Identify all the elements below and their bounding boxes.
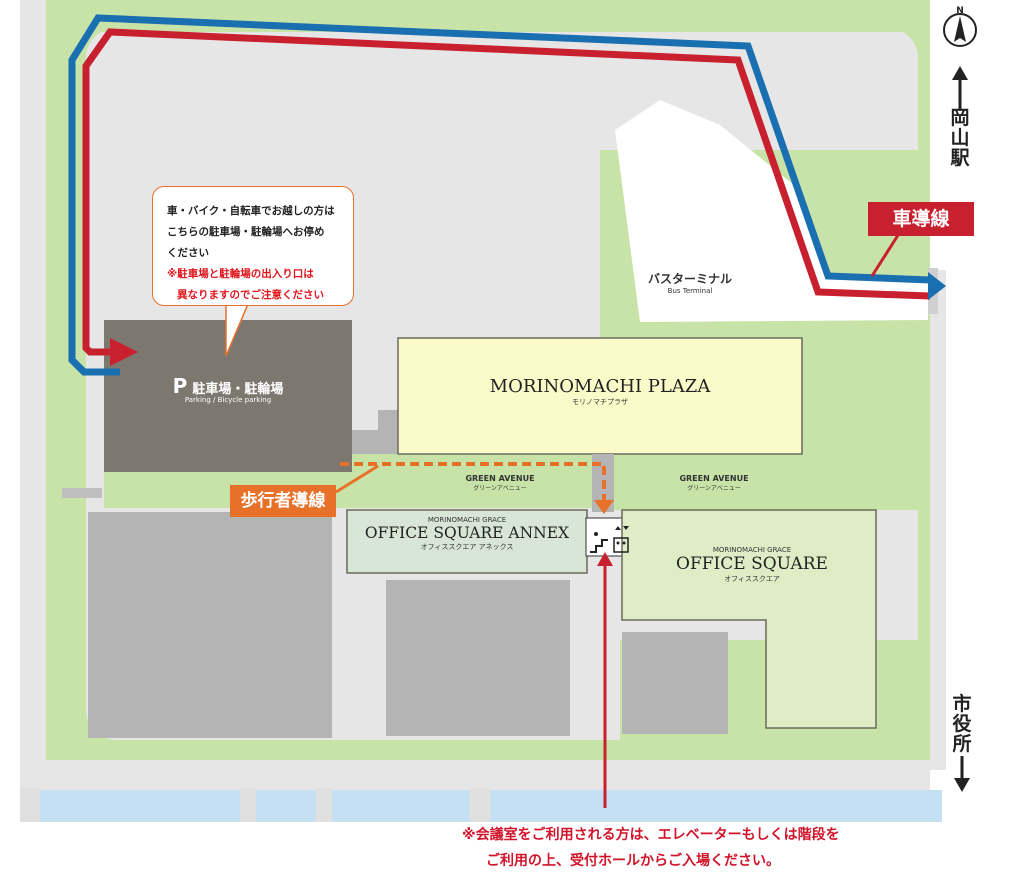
arrow-up-okayama [952, 66, 968, 110]
lobby-box [585, 517, 625, 557]
okayama-station-label: 岡 山 駅 [948, 108, 972, 168]
okayama-char-2: 山 [950, 127, 970, 149]
car-route-blue [68, 14, 931, 376]
plaza-kana: モリノマチプラザ [572, 398, 628, 406]
south-block-2 [622, 632, 728, 734]
south-sidewalk [20, 760, 930, 790]
car-route-red [82, 28, 931, 356]
bus-terminal-area [615, 100, 928, 322]
annex-pre: MORINOMACHI GRACE [427, 516, 507, 524]
annex-building [346, 509, 588, 574]
cityhall-char-2: 役 [952, 713, 972, 735]
entrance-arrow-head [597, 552, 613, 566]
callout-warn-1: ※駐車場と駐輪場の出入り口は [167, 268, 314, 280]
bus-terminal-sub: Bus Terminal [667, 287, 713, 295]
pedestrian-route [340, 462, 606, 500]
parking-callout: 車・バイク・自転車でお越しの方は こちらの駐車場・駐輪場へお停め ください ※駐… [152, 186, 354, 306]
west-block [88, 512, 332, 738]
office-kana: オフィススクエア [724, 575, 780, 583]
callout-warn-2: 異なりますのでご注意ください [177, 289, 324, 301]
bridge-2 [240, 788, 256, 822]
green-avenue-left-ja: グリーンアベニュー [473, 485, 527, 492]
pedestrian-badge-pointer [335, 464, 379, 494]
green-avenue-left-label: GREEN AVENUE グリーンアベニュー [440, 474, 560, 492]
green-avenue-left-en: GREEN AVENUE [465, 474, 535, 483]
elevator-icon [613, 526, 629, 553]
arrow-down-cityhall [954, 756, 970, 792]
annex-kana: オフィススクエア アネックス [420, 543, 514, 551]
north-compass-icon [943, 13, 977, 47]
meeting-room-note: ※会議室をご利用される方は、エレベーターもしくは階段を ご利用の上、受付ホールか… [462, 822, 840, 874]
callout-line-3: ください [167, 247, 209, 259]
office-pre: MORINOMACHI GRACE [712, 546, 792, 554]
annex-label: MORINOMACHI GRACE OFFICE SQUARE ANNEX オフ… [347, 516, 587, 552]
stairs-icon [590, 532, 608, 553]
okayama-char-3: 駅 [950, 147, 970, 169]
pedestrian-route-badge: 歩行者導線 [230, 485, 336, 517]
plaza-building [397, 337, 803, 455]
crosswalk-west [62, 488, 102, 498]
bridge-3 [316, 788, 332, 822]
office-name: OFFICE SQUARE [676, 554, 828, 574]
office-building [621, 509, 877, 729]
office-label: MORINOMACHI GRACE OFFICE SQUARE オフィススクエア [632, 546, 872, 584]
callout-line-2: こちらの駐車場・駐輪場へお停め [167, 226, 325, 238]
cityhall-char-1: 市 [952, 693, 972, 715]
compass-n-label: N [956, 6, 964, 16]
parking-sub: Parking / Bicycle parking [184, 396, 272, 404]
car-route-arrow-end [928, 272, 946, 300]
bus-terminal-label: バスターミナル Bus Terminal [610, 270, 770, 295]
city-hall-label: 市 役 所 [950, 694, 974, 754]
pedestrian-arrow-head [594, 500, 614, 514]
plaza-name: MORINOMACHI PLAZA [489, 376, 711, 397]
callout-line-1: 車・バイク・自転車でお越しの方は [167, 205, 335, 217]
bridge-1 [20, 788, 40, 822]
plaza-label: MORINOMACHI PLAZA モリノマチプラザ [398, 376, 802, 407]
green-avenue-right-ja: グリーンアベニュー [687, 485, 741, 492]
parking-name: 駐車場・駐輪場 [192, 382, 284, 397]
parking-label: P 駐車場・駐輪場 Parking / Bicycle parking [104, 374, 352, 404]
cityhall-char-3: 所 [952, 733, 972, 755]
parking-annex-block [352, 430, 398, 454]
bridge-4 [470, 788, 490, 822]
car-route-arrow-start [110, 338, 138, 366]
note-line-1: ※会議室をご利用される方は、エレベーターもしくは階段を [462, 827, 840, 843]
south-block-1 [386, 580, 570, 736]
bus-terminal-name: バスターミナル [647, 272, 732, 286]
note-line-2: ご利用の上、受付ホールからご入場ください。 [486, 853, 780, 869]
annex-name: OFFICE SQUARE ANNEX [364, 524, 570, 542]
parking-annex-block-2 [378, 410, 398, 432]
parking-p-icon: P [172, 374, 188, 398]
car-badge-pointer [870, 231, 902, 277]
car-route-badge: 車導線 [868, 202, 974, 236]
okayama-char-1: 岡 [950, 107, 970, 129]
green-avenue-right-label: GREEN AVENUE グリーンアベニュー [654, 474, 774, 492]
green-avenue-right-en: GREEN AVENUE [679, 474, 749, 483]
east-road [930, 270, 946, 770]
